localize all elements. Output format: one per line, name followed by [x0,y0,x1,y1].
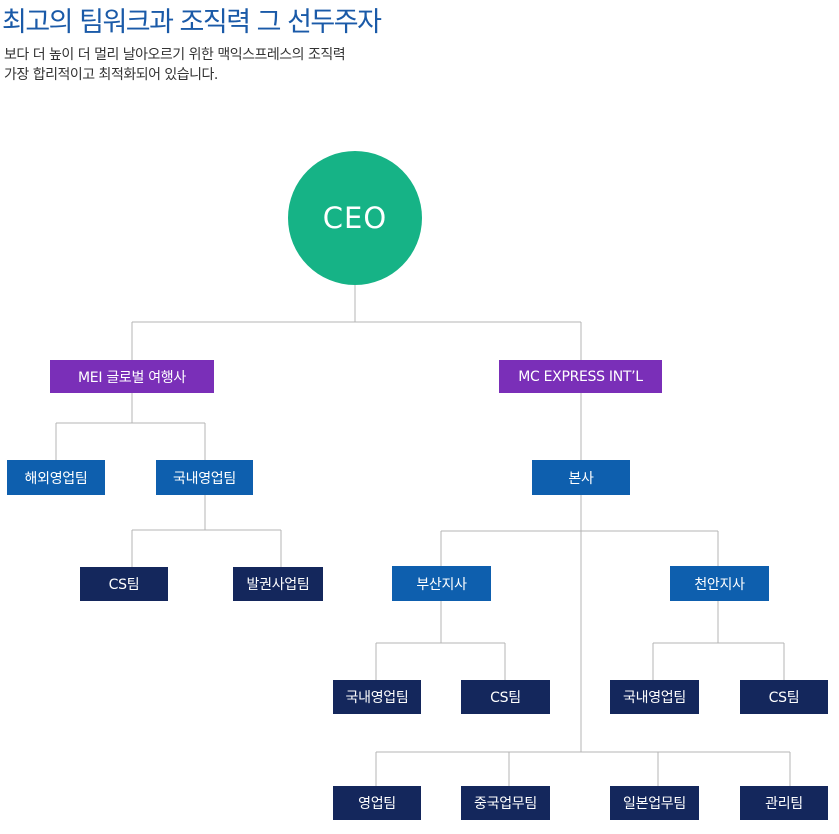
cheonan-cs-team-node: CS팀 [740,680,828,714]
japan-operations-team-node: 일본업무팀 [610,786,699,820]
ticketing-team-node: 발권사업팀 [233,567,323,601]
ceo-node: CEO [288,151,422,285]
cheonan-branch-node: 천안지사 [670,566,769,601]
busan-cs-team-node: CS팀 [461,680,550,714]
mc-express-node: MC EXPRESS INT’L [499,360,662,393]
connector-group [55,285,791,786]
busan-branch-node: 부산지사 [392,566,491,601]
china-operations-team-node: 중국업무팀 [461,786,550,820]
cs-team-node: CS팀 [80,567,168,601]
domestic-sales-team-node: 국내영업팀 [156,460,253,495]
cheonan-domestic-sales-team-node: 국내영업팀 [610,680,699,714]
busan-domestic-sales-team-node: 국내영업팀 [333,680,421,714]
page-description: 보다 더 높이 더 멀리 날아오르기 위한 맥익스프레스의 조직력 가장 합리적… [4,45,346,85]
admin-team-node: 관리팀 [740,786,828,820]
page-title: 최고의 팀워크과 조직력 그 선두주자 [2,7,382,38]
overseas-sales-team-node: 해외영업팀 [7,460,105,495]
mei-global-travel-node: MEI 글로벌 여행사 [50,360,214,393]
sales-team-node: 영업팀 [333,786,421,820]
description-line-1: 보다 더 높이 더 멀리 날아오르기 위한 맥익스프레스의 조직력 [4,47,346,63]
description-line-2: 가장 합리적이고 최적화되어 있습니다. [4,67,218,83]
headquarters-node: 본사 [532,460,630,495]
